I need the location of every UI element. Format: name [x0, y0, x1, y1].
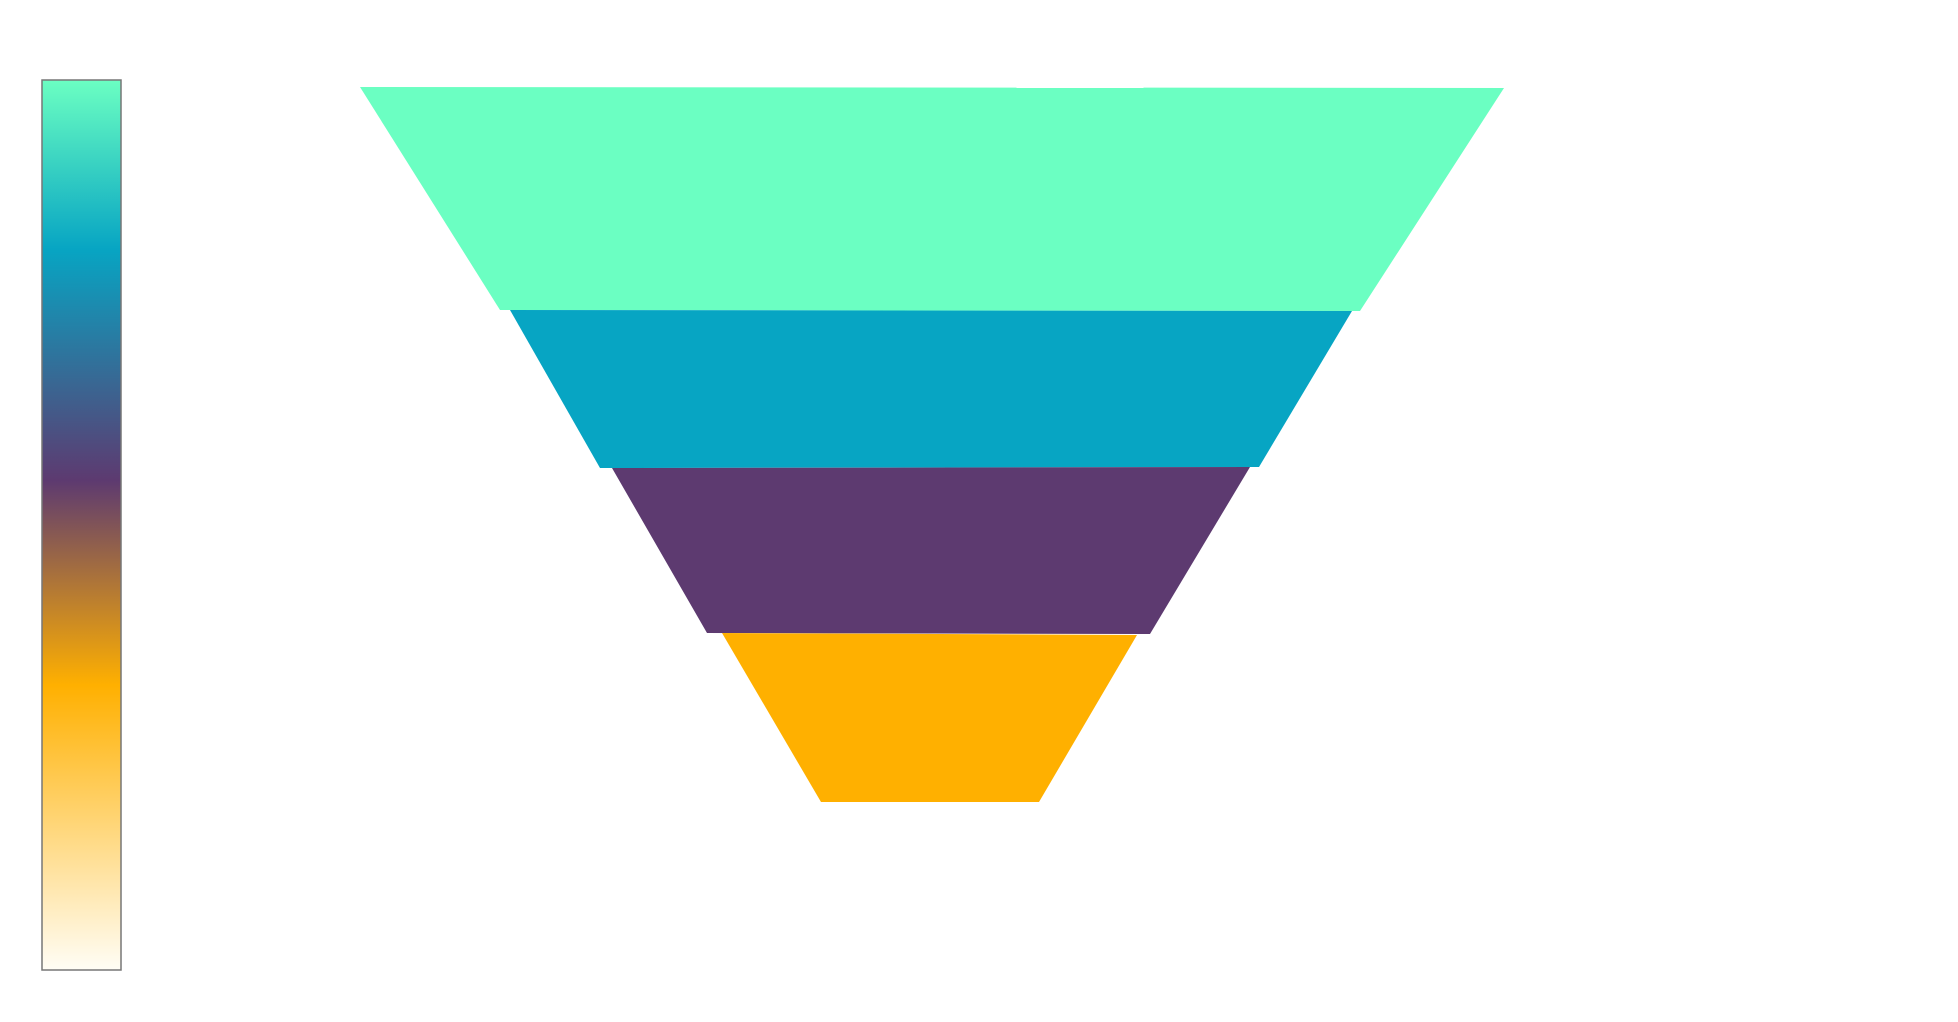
funnel-stage-3[interactable] — [612, 467, 1250, 634]
funnel-stage-2[interactable] — [510, 310, 1352, 468]
color-legend-bar — [41, 79, 122, 971]
funnel-stage-1[interactable] — [360, 87, 1504, 311]
funnel-stage-4[interactable] — [722, 633, 1137, 802]
color-legend — [41, 79, 122, 971]
funnel-stages — [360, 87, 1504, 802]
